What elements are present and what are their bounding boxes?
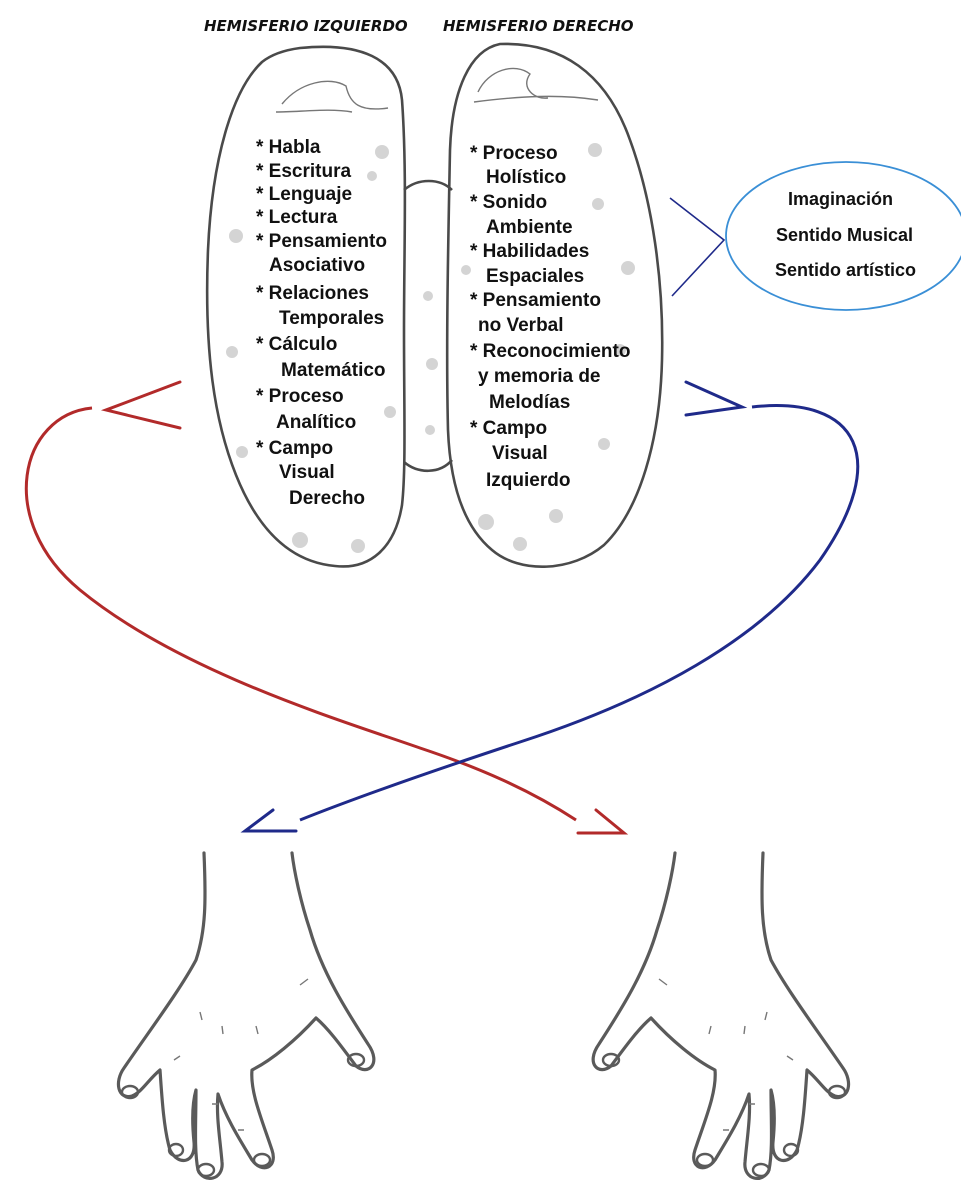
list-item: Holístico (486, 167, 566, 188)
list-item: Matemático (281, 360, 386, 381)
list-item: Asociativo (269, 255, 365, 276)
right-hand-nail (697, 1154, 713, 1166)
list-item: * Sonido (470, 192, 547, 213)
list-item: * Escritura (256, 161, 351, 182)
right-hemisphere-traits: Imaginación Sentido Musical Sentido artí… (670, 162, 961, 310)
left-hand-outline (118, 853, 373, 1178)
list-item: * Cálculo (256, 334, 337, 355)
list-item: * Proceso (470, 143, 558, 164)
list-item: Izquierdo (486, 470, 570, 491)
list-item: * Lenguaje (256, 184, 352, 205)
list-item: y memoria de (478, 366, 601, 387)
oval-text: Imaginación (788, 189, 893, 209)
oval-text: Sentido Musical (776, 225, 913, 245)
list-item: * Lectura (256, 207, 338, 228)
right-hemisphere-header: HEMISFERIO DERECHO (443, 17, 634, 35)
list-item: Melodías (489, 392, 570, 413)
list-item: * Campo (256, 438, 333, 459)
list-item: * Campo (470, 418, 547, 439)
crossed-pathways (26, 382, 857, 833)
left-hand-drawing (118, 853, 373, 1178)
list-item: Espaciales (486, 266, 584, 287)
list-item: Analítico (276, 412, 356, 433)
right-hemisphere-arrow-head (686, 382, 742, 415)
list-item: Visual (492, 443, 548, 464)
list-item: * Pensamiento (470, 290, 601, 311)
list-item: * Relaciones (256, 283, 369, 304)
right-hand-outline (593, 853, 848, 1178)
left-hand-nail (198, 1164, 214, 1176)
list-item: * Proceso (256, 386, 344, 407)
list-item: * Habilidades (470, 241, 589, 262)
list-item: * Pensamiento (256, 231, 387, 252)
left-hemisphere-header: HEMISFERIO IZQUIERDO (204, 17, 408, 35)
left-hand-blue-pathway (300, 406, 858, 820)
right-hand-nail (753, 1164, 769, 1176)
oval-connector (670, 198, 724, 296)
right-hand-drawing (593, 853, 848, 1178)
list-item: * Habla (256, 137, 321, 158)
list-item: no Verbal (478, 315, 564, 336)
right-gyrus-fold (474, 68, 598, 102)
left-hemisphere-list: * Habla * Escritura * Lenguaje * Lectura… (256, 137, 387, 509)
left-gyrus-fold (276, 81, 388, 112)
left-hand-nail (254, 1154, 270, 1166)
left-hemisphere-arrow-head (106, 382, 180, 428)
list-item: Ambiente (486, 217, 573, 238)
list-item: Visual (279, 462, 335, 483)
list-item: * Reconocimiento (470, 341, 630, 362)
list-item: Derecho (289, 488, 365, 509)
left-hand-blue-arrow (245, 810, 296, 831)
list-item: Temporales (279, 308, 384, 329)
oval-text: Sentido artístico (775, 260, 916, 280)
right-hand-red-arrow (578, 810, 624, 833)
